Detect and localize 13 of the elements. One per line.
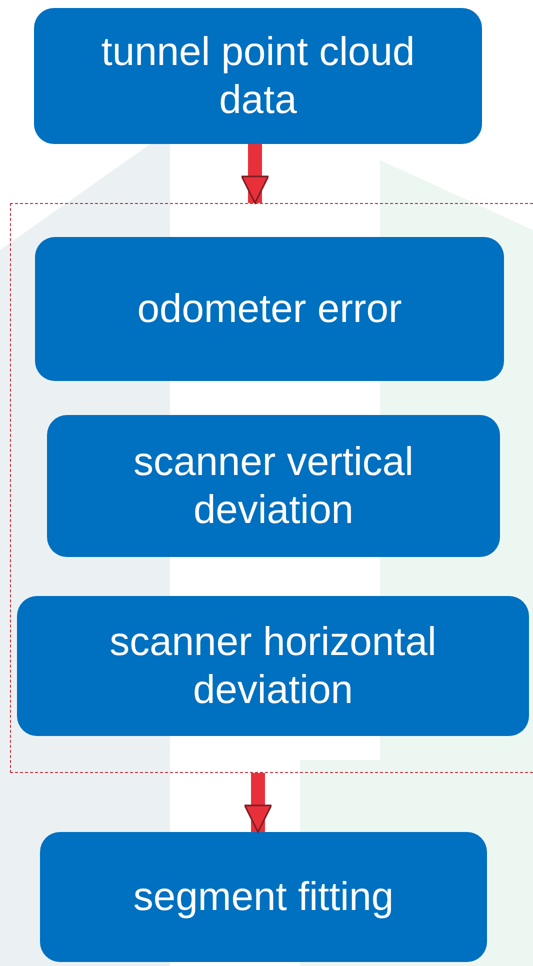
box-label: segment fitting	[133, 874, 394, 921]
process-box	[17, 596, 529, 736]
box-label: tunnel point cloud data	[100, 29, 416, 124]
arrow	[240, 144, 270, 204]
arrow	[244, 773, 272, 833]
process-box	[47, 415, 500, 557]
process-box	[35, 237, 504, 381]
box-label: odometer error	[137, 286, 402, 333]
process-box	[40, 832, 487, 962]
dashed-group-box	[10, 203, 533, 773]
box-label: scanner horizontal deviation	[108, 619, 438, 714]
box-label: scanner vertical deviation	[132, 439, 415, 534]
process-box	[34, 8, 482, 144]
